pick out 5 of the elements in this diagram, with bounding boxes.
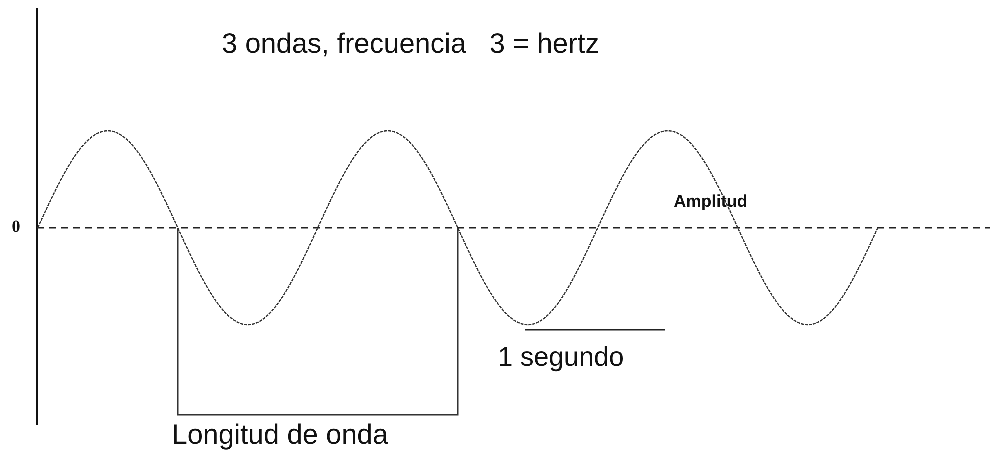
- chart-title: 3 ondas, frecuencia 3 = hertz: [222, 30, 600, 58]
- zero-label: 0: [12, 218, 20, 235]
- period-label: 1 segundo: [498, 344, 624, 371]
- wavelength-label: Longitud de onda: [172, 421, 388, 449]
- amplitude-label: Amplitud: [674, 193, 748, 210]
